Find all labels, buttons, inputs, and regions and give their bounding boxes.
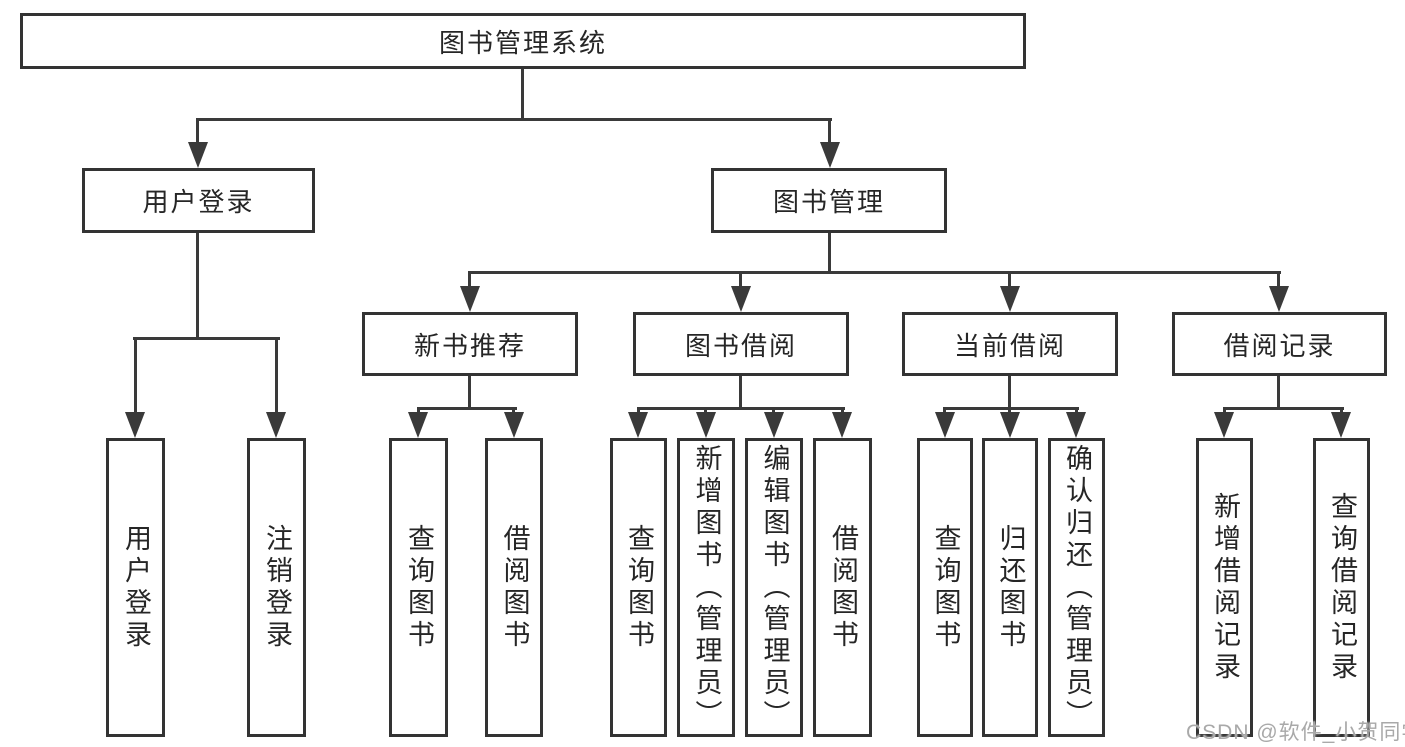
arrow-down-icon: [820, 142, 840, 168]
connector-book-mgmt-down: [828, 233, 831, 274]
arrow-down-icon: [125, 412, 145, 438]
connector-root-stem: [521, 69, 524, 121]
arrow-down-icon: [628, 412, 648, 438]
arrow-down-icon: [1269, 286, 1289, 312]
connector-book-mgmt-stem: [828, 118, 831, 145]
leaf-user-login-label: 用户登录: [121, 523, 151, 652]
leaf-user-login: 用户登录: [106, 438, 165, 737]
leaf-cb-query-books: 查询图书: [917, 438, 973, 737]
connector-level2-branch: [468, 271, 1281, 274]
node-borrow-records: 借阅记录: [1172, 312, 1387, 376]
leaf-bb-edit-books: 编辑图书（管理员）: [745, 438, 803, 737]
arrow-down-icon: [1066, 412, 1086, 438]
leaf-cb-return-books: 归还图书: [982, 438, 1038, 737]
leaf-nb-borrow-books: 借阅图书: [485, 438, 543, 737]
connector-leaf-logout-stem: [275, 337, 278, 415]
connector-book-borrow-branch: [637, 407, 845, 410]
leaf-logout-label: 注销登录: [262, 523, 292, 652]
node-user-login-label: 用户登录: [142, 187, 255, 217]
node-borrow-records-label: 借阅记录: [1223, 330, 1336, 361]
arrow-down-icon: [1214, 412, 1234, 438]
connector-current-borrow-stem: [1008, 271, 1011, 289]
connector-user-login-stem: [196, 118, 199, 145]
connector-current-borrow-down: [1008, 376, 1011, 410]
leaf-bb-edit-books-label: 编辑图书（管理员）: [759, 443, 790, 732]
leaf-bb-query-books-label: 查询图书: [624, 523, 654, 652]
connector-leaf-stem: [417, 407, 420, 415]
connector-leaf-stem: [637, 407, 640, 415]
connector-leaf-stem: [1008, 407, 1011, 415]
connector-current-borrow-branch: [943, 407, 1079, 410]
leaf-bb-query-books: 查询图书: [610, 438, 667, 737]
leaf-cb-return-books-label: 归还图书: [995, 523, 1026, 652]
leaf-br-add-record-label: 新增借阅记录: [1210, 491, 1240, 684]
arrow-down-icon: [935, 412, 955, 438]
leaf-logout: 注销登录: [247, 438, 306, 737]
node-book-management-label: 图书管理: [772, 187, 885, 217]
connector-leaf-stem: [704, 407, 707, 415]
csdn-watermark: CSDN @软件_小贺同学: [1186, 721, 1405, 744]
connector-borrow-records-down: [1277, 376, 1280, 410]
connector-leaf-stem: [841, 407, 844, 415]
node-current-borrow: 当前借阅: [902, 312, 1118, 376]
connector-new-book-branch: [417, 407, 517, 410]
leaf-nb-query-books-label: 查询图书: [404, 523, 434, 652]
leaf-nb-borrow-books-label: 借阅图书: [499, 523, 530, 652]
connector-leaf-stem: [512, 407, 515, 415]
node-library-system: 图书管理系统: [20, 13, 1026, 69]
connector-user-login-branch: [133, 337, 280, 340]
connector-leaf-stem: [1223, 407, 1226, 415]
connector-leaf-stem: [1340, 407, 1343, 415]
arrow-down-icon: [188, 142, 208, 168]
arrow-down-icon: [696, 412, 716, 438]
node-book-borrow: 图书借阅: [633, 312, 849, 376]
connector-borrow-records-stem: [1277, 271, 1280, 289]
arrow-down-icon: [832, 412, 852, 438]
connector-new-book-stem: [468, 271, 471, 289]
leaf-cb-query-books-label: 查询图书: [930, 523, 961, 652]
leaf-bb-add-books: 新增图书（管理员）: [677, 438, 735, 737]
node-book-borrow-label: 图书借阅: [684, 330, 797, 361]
node-book-management: 图书管理: [711, 168, 947, 233]
arrow-down-icon: [1000, 412, 1020, 438]
leaf-br-query-record-label: 查询借阅记录: [1327, 491, 1357, 684]
connector-leaf-stem: [943, 407, 946, 415]
connector-user-login-down: [196, 233, 199, 340]
leaf-bb-borrow-books-label: 借阅图书: [828, 523, 858, 652]
arrow-down-icon: [504, 412, 524, 438]
connector-book-borrow-stem: [739, 271, 742, 289]
node-new-book-recommend-label: 新书推荐: [413, 330, 526, 361]
arrow-down-icon: [764, 412, 784, 438]
leaf-cb-confirm-return-label: 确认归还（管理员）: [1062, 443, 1092, 732]
node-new-book-recommend: 新书推荐: [362, 312, 578, 376]
arrow-down-icon: [1331, 412, 1351, 438]
leaf-bb-add-books-label: 新增图书（管理员）: [691, 443, 722, 732]
leaf-cb-confirm-return: 确认归还（管理员）: [1048, 438, 1105, 737]
connector-leaf-stem: [772, 407, 775, 415]
leaf-nb-query-books: 查询图书: [389, 438, 448, 737]
connector-leaf-user-login-stem: [134, 337, 137, 415]
arrow-down-icon: [1000, 286, 1020, 312]
connector-book-borrow-down: [739, 376, 742, 410]
arrow-down-icon: [460, 286, 480, 312]
connector-new-book-down: [468, 376, 471, 410]
arrow-down-icon: [731, 286, 751, 312]
node-current-borrow-label: 当前借阅: [953, 330, 1066, 361]
connector-leaf-stem: [1075, 407, 1078, 415]
arrow-down-icon: [266, 412, 286, 438]
leaf-bb-borrow-books: 借阅图书: [813, 438, 872, 737]
connector-level1-branch: [196, 118, 832, 121]
leaf-br-add-record: 新增借阅记录: [1196, 438, 1253, 737]
arrow-down-icon: [408, 412, 428, 438]
leaf-br-query-record: 查询借阅记录: [1313, 438, 1370, 737]
node-user-login: 用户登录: [82, 168, 315, 233]
connector-borrow-records-branch: [1223, 407, 1344, 410]
node-library-system-label: 图书管理系统: [438, 27, 607, 58]
